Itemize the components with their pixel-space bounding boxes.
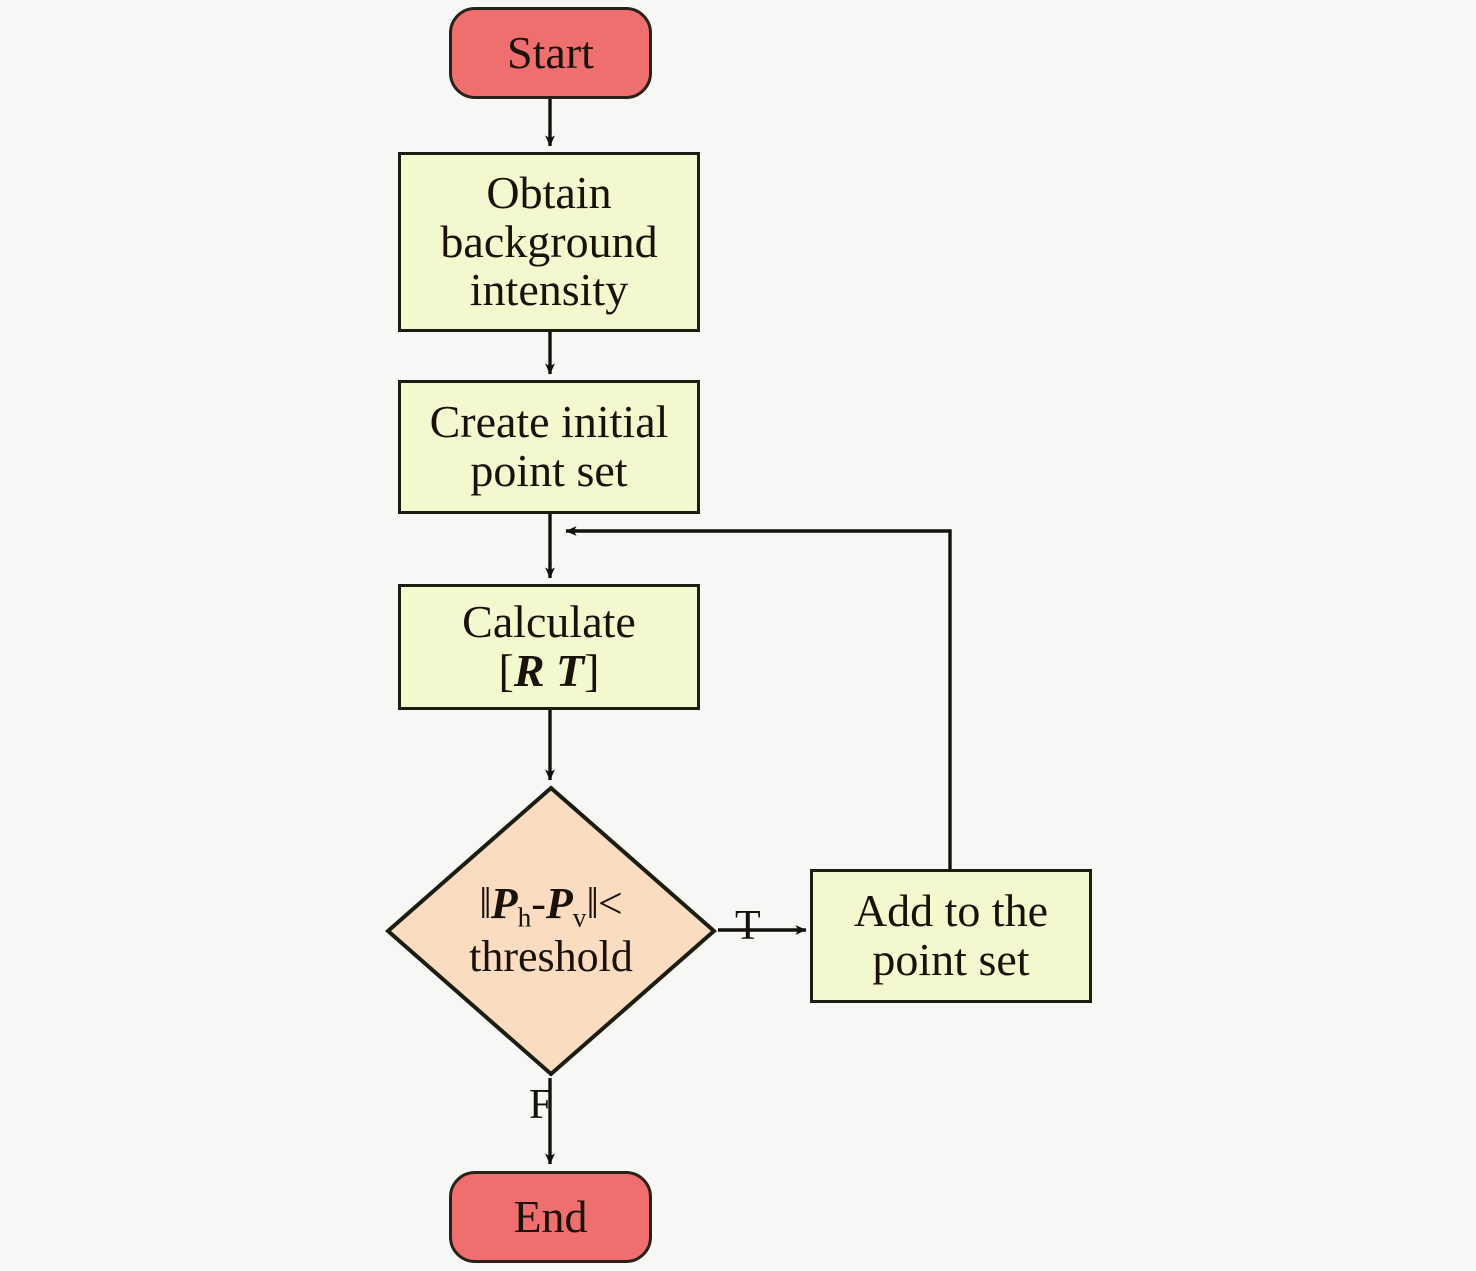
symbol-t: T (556, 645, 585, 696)
node-start-label: Start (507, 26, 594, 78)
edge-label-true: T (735, 903, 761, 949)
symbol-space (545, 645, 557, 696)
node-create-initial-point-set[interactable]: Create initial point set (398, 380, 700, 514)
node-add-to-point-set[interactable]: Add to the point set (810, 869, 1092, 1003)
node-obtain-background-intensity[interactable]: Obtain background intensity (398, 152, 700, 332)
node-calculate-rt[interactable]: Calculate [R T] (398, 584, 700, 710)
label-line-1: Obtain (486, 166, 612, 218)
label-line-2: [R T] (462, 645, 636, 696)
bracket-close: ] (584, 645, 600, 696)
bracket-open: [ (498, 645, 514, 696)
decision-diamond-shape (385, 785, 717, 1077)
label-line-3: intensity (469, 264, 629, 316)
node-start[interactable]: Start (449, 7, 652, 99)
label-line-2: point set (872, 934, 1030, 985)
edge-label-false: F (529, 1082, 553, 1128)
node-end-label: End (513, 1190, 588, 1242)
label-line-2: point set (470, 445, 628, 496)
node-create-initial-point-set-label: Create initial point set (429, 396, 669, 496)
node-end[interactable]: End (449, 1171, 652, 1263)
node-add-to-point-set-label: Add to the point set (853, 885, 1049, 985)
symbol-r: R (513, 645, 545, 696)
label-line-1: Calculate (462, 596, 636, 648)
label-line-2: background (440, 215, 658, 267)
label-line-1: Create initial (429, 396, 669, 448)
node-decision-threshold[interactable]: ‖Ph-Pv‖< threshold (385, 785, 717, 1077)
label-line-1: Add to the (853, 885, 1049, 937)
node-obtain-background-intensity-label: Obtain background intensity (440, 166, 658, 316)
node-calculate-rt-label: Calculate [R T] (462, 596, 636, 696)
edge-add-to-calculate-loop (565, 526, 952, 869)
